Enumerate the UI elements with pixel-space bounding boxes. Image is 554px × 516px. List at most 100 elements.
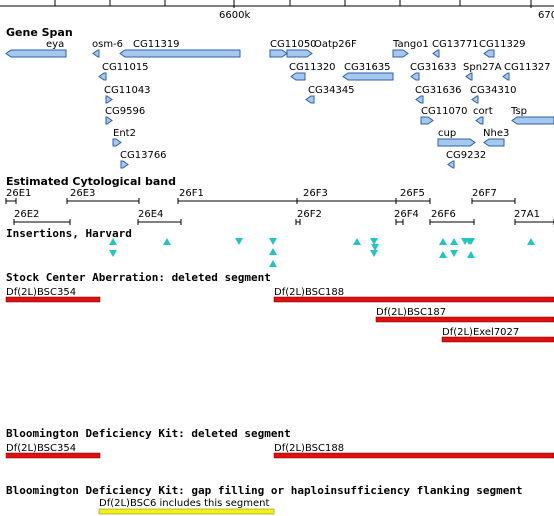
gene-cg34310[interactable] <box>471 95 479 104</box>
insertion-marker[interactable] <box>450 238 458 245</box>
insertions-track <box>109 238 535 267</box>
gene-tsp[interactable] <box>511 116 554 125</box>
gene-label-cg34310: CG34310 <box>470 85 517 96</box>
gene-cg34345[interactable] <box>305 95 315 104</box>
gene-cg13771[interactable] <box>432 49 440 58</box>
insertion-marker[interactable] <box>370 238 378 245</box>
gene-cg9232[interactable] <box>447 160 455 169</box>
segment-label-df-2l-bsc354: Df(2L)BSC354 <box>6 287 76 298</box>
gene-osm-6[interactable] <box>92 49 100 58</box>
gene-label-nhe3: Nhe3 <box>483 128 509 139</box>
gene-label-ent2: Ent2 <box>113 128 136 139</box>
gene-label-cg13766: CG13766 <box>120 150 167 161</box>
segment-label-df-2l-exel7027: Df(2L)Exel7027 <box>442 327 519 338</box>
insertion-marker[interactable] <box>527 238 535 245</box>
gene-cg31636[interactable] <box>415 95 424 104</box>
track-title-insertions: Insertions, Harvard <box>6 227 132 240</box>
gene-label-cg11050: CG11050 <box>270 39 317 50</box>
insertion-marker[interactable] <box>109 238 117 245</box>
track-title-bloomington-gap: Bloomington Deficiency Kit: gap filling … <box>6 484 523 497</box>
gene-label-tango1: Tango1 <box>392 39 429 50</box>
band-label-26f5: 26F5 <box>400 188 425 199</box>
segment-bsc6[interactable] <box>98 508 275 515</box>
gene-ent2[interactable] <box>112 138 122 147</box>
segment-df-2l-bsc187[interactable] <box>375 316 554 323</box>
gene-cg11050[interactable] <box>269 49 288 58</box>
gene-cort[interactable] <box>475 116 484 125</box>
gene-label-cg11327: CG11327 <box>504 62 551 73</box>
bloomington-kit-track: Df(2L)BSC354 Df(2L)BSC188 <box>5 443 554 459</box>
band-label-26e2: 26E2 <box>14 209 39 220</box>
gene-tango1[interactable] <box>392 49 409 58</box>
band-label-26e1: 26E1 <box>6 188 31 199</box>
gene-cg9596[interactable] <box>105 116 113 125</box>
band-label-27a1: 27A1 <box>514 209 540 220</box>
gene-label-spn27a: Spn27A <box>463 62 502 73</box>
gene-cg11327[interactable] <box>502 72 510 81</box>
segment-df-2l-bsc188[interactable] <box>273 452 554 459</box>
gene-label-osm-6: osm-6 <box>92 39 123 50</box>
bloomington-gap-track: Df(2L)BSC6 includes this segment <box>98 498 275 515</box>
insertion-marker[interactable] <box>370 250 378 257</box>
gene-cg11320[interactable] <box>290 72 306 81</box>
gene-label-oatp26f: Oatp26F <box>314 39 357 50</box>
ruler-tick-label: 6600k <box>219 10 250 21</box>
gene-cg31635[interactable] <box>342 72 394 81</box>
band-label-26f3: 26F3 <box>303 188 328 199</box>
band-label-26f4: 26F4 <box>394 209 419 220</box>
segment-df-2l-exel7027[interactable] <box>441 336 554 343</box>
gene-nhe3[interactable] <box>483 138 505 147</box>
gene-cg11015[interactable] <box>98 72 107 81</box>
gene-label-tsp: Tsp <box>510 106 527 117</box>
insertion-marker[interactable] <box>465 238 473 245</box>
band-label-26e4: 26E4 <box>138 209 163 220</box>
gene-cg11043[interactable] <box>105 95 113 104</box>
insertion-marker[interactable] <box>467 251 475 258</box>
insertion-marker[interactable] <box>269 248 277 255</box>
segment-df-2l-bsc354[interactable] <box>5 452 101 459</box>
segment-label-df-2l-bsc188: Df(2L)BSC188 <box>274 443 344 454</box>
gene-label-cg11320: CG11320 <box>289 62 336 73</box>
band-label-26f6: 26F6 <box>431 209 456 220</box>
insertion-marker[interactable] <box>235 238 243 245</box>
insertion-marker[interactable] <box>371 244 379 251</box>
insertion-marker[interactable] <box>353 238 361 245</box>
gene-cg11319[interactable] <box>119 49 241 58</box>
gene-label-cup: cup <box>438 128 456 139</box>
gene-cup[interactable] <box>437 138 476 147</box>
gene-label-cg9232: CG9232 <box>446 150 486 161</box>
insertion-marker[interactable] <box>109 250 117 257</box>
segment-df-2l-bsc354[interactable] <box>5 296 101 303</box>
gene-label-cg11015: CG11015 <box>102 62 149 73</box>
band-label-26f2: 26F2 <box>297 209 322 220</box>
gene-label-cg11329: CG11329 <box>479 39 526 50</box>
gene-cg13766[interactable] <box>120 160 129 169</box>
insertion-marker[interactable] <box>269 238 277 245</box>
gene-cg11070[interactable] <box>420 116 434 125</box>
gene-spn27a[interactable] <box>465 72 473 81</box>
track-title-gene-span: Gene Span <box>6 26 73 39</box>
track-title-cyto-band: Estimated Cytological band <box>6 175 176 188</box>
gene-oatp26f[interactable] <box>286 49 313 58</box>
segment-label-df-2l-bsc187: Df(2L)BSC187 <box>376 307 446 318</box>
insertion-marker[interactable] <box>439 238 447 245</box>
gene-label-cg13771: CG13771 <box>432 39 479 50</box>
insertion-marker[interactable] <box>163 238 171 245</box>
gene-cg11329[interactable] <box>483 49 495 58</box>
segment-label-df-2l-bsc354: Df(2L)BSC354 <box>6 443 76 454</box>
band-label-26e3: 26E3 <box>70 188 95 199</box>
insertion-marker[interactable] <box>439 251 447 258</box>
gene-cg31633[interactable] <box>410 72 420 81</box>
gene-label-cg31633: CG31633 <box>410 62 457 73</box>
insertion-marker[interactable] <box>450 250 458 257</box>
segment-df-2l-bsc188[interactable] <box>273 296 554 303</box>
gene-eya[interactable] <box>5 49 67 58</box>
cyto-band-track: 26E1 26E3 26F1 26F3 26F5 26F7 26E2 26E4 26F2 26F4… <box>5 188 554 225</box>
band-label-26f7: 26F7 <box>472 188 497 199</box>
insertion-marker[interactable] <box>269 260 277 267</box>
band-label-26f1: 26F1 <box>179 188 204 199</box>
coordinate-ruler: 6600k 670 <box>0 0 554 21</box>
gene-label-cg31635: CG31635 <box>344 62 391 73</box>
